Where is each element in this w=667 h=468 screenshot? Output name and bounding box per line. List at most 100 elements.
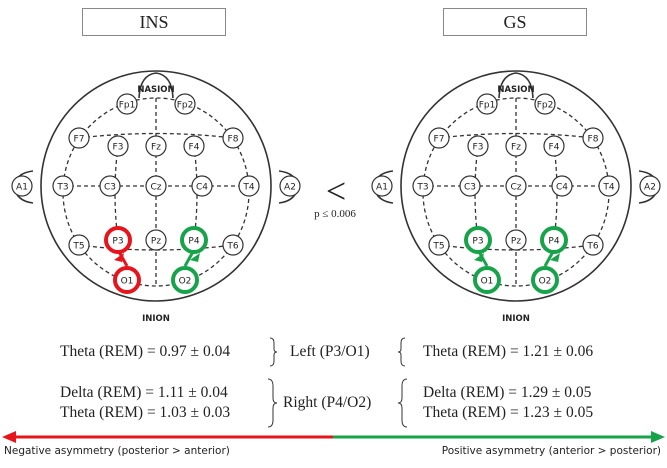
electrode-p4 — [540, 226, 568, 254]
electrode-o1 — [113, 266, 141, 294]
electrode-label-t5: T5 — [72, 241, 84, 251]
negative-arrowhead — [2, 431, 16, 443]
gs-title: GS — [443, 8, 587, 36]
electrode-c3 — [459, 175, 481, 197]
electrode-o2 — [171, 266, 199, 294]
electrode-f3 — [467, 135, 489, 157]
electrode-cz — [145, 175, 167, 197]
electrode-fz — [145, 135, 167, 157]
brace-gs-right — [397, 378, 408, 428]
nasion-label: NASION — [137, 85, 174, 95]
electrode-f7 — [68, 127, 90, 149]
electrode-label-f7: F7 — [74, 134, 85, 144]
electrode-label-o2: O2 — [539, 276, 552, 286]
electrode-f4 — [543, 135, 565, 157]
left-group-label: Left (P3/O1) — [290, 343, 370, 360]
electrode-f8 — [222, 127, 244, 149]
electrode-label-o1: O1 — [481, 276, 494, 286]
electrode-label-c3: C3 — [104, 182, 116, 192]
electrode-c3 — [99, 175, 121, 197]
ins-right-delta: Delta (REM) = 1.11 ± 0.04 — [60, 384, 228, 401]
electrode-label-fz: Fz — [151, 142, 161, 152]
electrode-f3 — [107, 135, 129, 157]
electrode-label-fp2: Fp2 — [177, 100, 194, 110]
electrode-o1 — [473, 266, 501, 294]
electrode-label-t3: T3 — [416, 182, 428, 192]
electrode-t4 — [238, 175, 260, 197]
inion-label: INION — [142, 314, 170, 324]
p-value: p ≤ 0.006 — [314, 208, 356, 220]
electrode-f4 — [183, 135, 205, 157]
electrode-label-p4: P4 — [188, 236, 199, 246]
electrode-label-p3: P3 — [112, 236, 123, 246]
electrode-p4 — [180, 226, 208, 254]
p4-arrowhead — [550, 253, 560, 262]
electrode-t6 — [222, 234, 244, 256]
brace-gs-left — [397, 337, 406, 367]
electrode-label-t4: T4 — [602, 182, 614, 192]
electrode-t5 — [68, 234, 90, 256]
ins-right-theta: Theta (REM) = 1.03 ± 0.03 — [60, 404, 231, 421]
electrode-label-o1: O1 — [121, 276, 134, 286]
gs-right-theta: Theta (REM) = 1.23 ± 0.05 — [423, 404, 594, 421]
electrode-label-f4: F4 — [549, 142, 560, 152]
electrode-o2 — [531, 266, 559, 294]
electrode-label-f8: F8 — [228, 134, 239, 144]
electrode-a1 — [11, 175, 33, 197]
electrode-a2 — [639, 175, 661, 197]
right-group-label: Right (P4/O2) — [283, 394, 372, 411]
electrode-fp1 — [116, 93, 138, 115]
electrode-t5 — [428, 234, 450, 256]
electrode-pz — [505, 229, 527, 251]
electrode-label-a2: A2 — [284, 182, 296, 192]
asymmetry-axis — [2, 431, 665, 443]
electrode-pz — [145, 229, 167, 251]
comparison-symbol: < — [325, 171, 347, 211]
positive-asymmetry-label: Positive asymmetry (anterior > posterior… — [441, 445, 661, 457]
ins-title: INS — [82, 8, 226, 36]
electrode-cz — [505, 175, 527, 197]
p3-arrowhead — [474, 253, 484, 262]
electrode-f8 — [582, 127, 604, 149]
electrode-p3 — [464, 226, 492, 254]
electrode-label-f3: F3 — [113, 142, 124, 152]
electrode-label-o2: O2 — [179, 276, 192, 286]
electrode-label-fp2: Fp2 — [537, 100, 554, 110]
ins-left-theta: Theta (REM) = 0.97 ± 0.04 — [60, 343, 231, 360]
electrode-label-fp1: Fp1 — [119, 100, 136, 110]
electrode-label-a1: A1 — [376, 182, 388, 192]
electrode-label-c4: C4 — [556, 182, 568, 192]
electrode-label-f3: F3 — [473, 142, 484, 152]
electrode-label-t5: T5 — [432, 241, 444, 251]
electrode-a1 — [371, 175, 393, 197]
electrode-t3 — [52, 175, 74, 197]
electrode-label-t6: T6 — [586, 241, 598, 251]
electrode-fz — [505, 135, 527, 157]
electrode-f7 — [428, 127, 450, 149]
electrode-label-pz: Pz — [151, 236, 161, 246]
electrode-label-f8: F8 — [588, 134, 599, 144]
electrode-label-c4: C4 — [196, 182, 208, 192]
electrode-t3 — [412, 175, 434, 197]
electrode-label-c3: C3 — [464, 182, 476, 192]
head-outline — [40, 70, 272, 302]
brace-ins-left — [269, 337, 278, 367]
gs-right-delta: Delta (REM) = 1.29 ± 0.05 — [423, 384, 592, 401]
head-outline — [400, 70, 632, 302]
electrode-fp2 — [534, 93, 556, 115]
electrode-label-f7: F7 — [434, 134, 445, 144]
gs-left-theta: Theta (REM) = 1.21 ± 0.06 — [423, 343, 594, 360]
nose — [498, 72, 534, 99]
electrode-p3 — [104, 226, 132, 254]
electrode-label-fz: Fz — [511, 142, 521, 152]
electrode-label-a1: A1 — [16, 182, 28, 192]
electrode-c4 — [551, 175, 573, 197]
positive-arrowhead — [651, 431, 665, 443]
negative-asymmetry-label: Negative asymmetry (posterior > anterior… — [4, 445, 230, 457]
electrode-label-f4: F4 — [189, 142, 200, 152]
electrode-label-cz: Cz — [150, 182, 161, 192]
electrode-label-a2: A2 — [644, 182, 656, 192]
electrode-t6 — [582, 234, 604, 256]
electrode-label-p4: P4 — [548, 236, 559, 246]
